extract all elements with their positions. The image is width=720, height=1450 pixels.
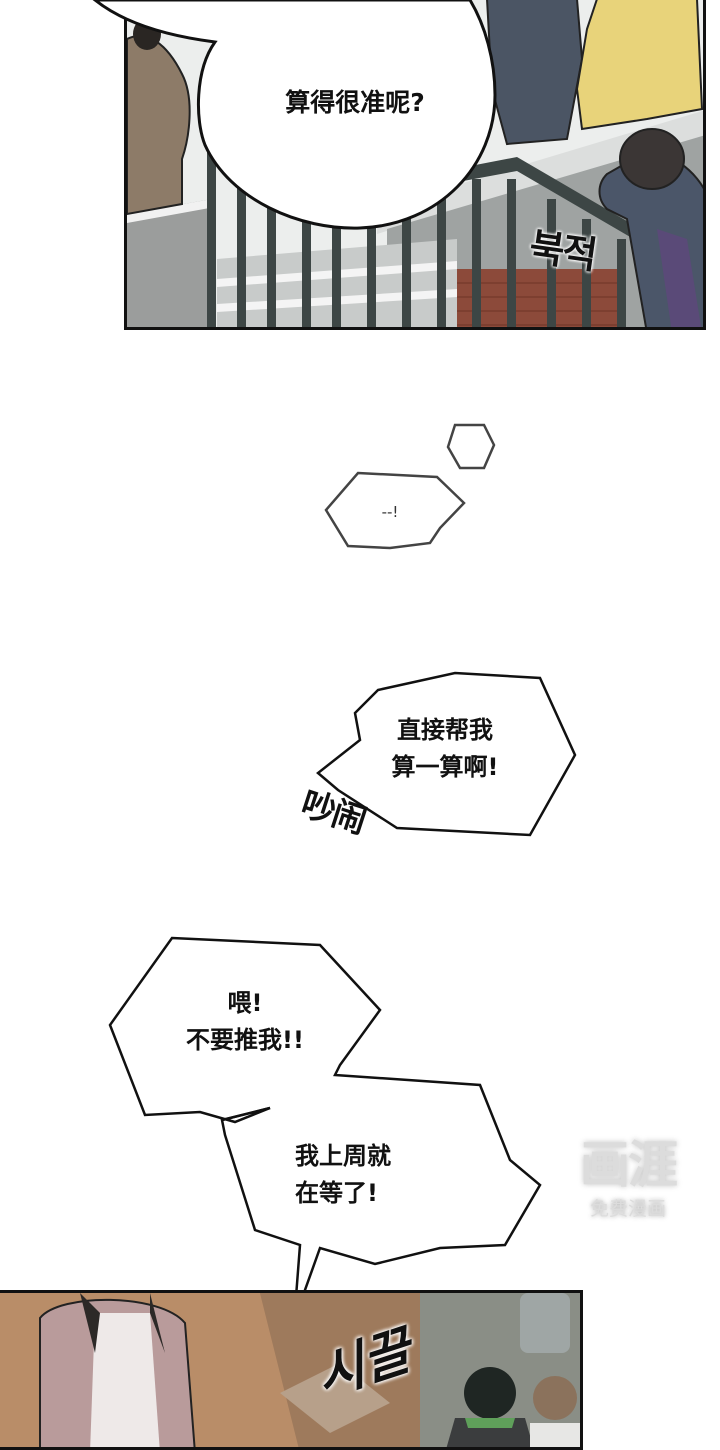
top-panel — [124, 0, 706, 330]
watermark: 画涯 免费漫画 — [566, 1140, 690, 1221]
stairway-scene-art — [127, 0, 703, 327]
speech-text-hey-dont-push: 喂! 不要推我!! — [186, 989, 304, 1055]
thought-text-exclaim: --! — [381, 503, 399, 521]
speech-text-waiting-since-last-week: 我上周就 在等了! — [295, 1142, 391, 1208]
watermark-subtitle: 免费漫画 — [589, 1198, 666, 1220]
bottom-panel — [0, 1290, 583, 1450]
speech-text-main-question: 算得很准呢? — [285, 88, 425, 117]
sfx-bustling-korean: 북적 — [526, 224, 599, 278]
speech-text-direct-request: 直接帮我 算一算啊! — [391, 716, 499, 782]
crowd-scene-art — [0, 1293, 580, 1447]
watermark-logo: 画涯 — [580, 1136, 678, 1194]
